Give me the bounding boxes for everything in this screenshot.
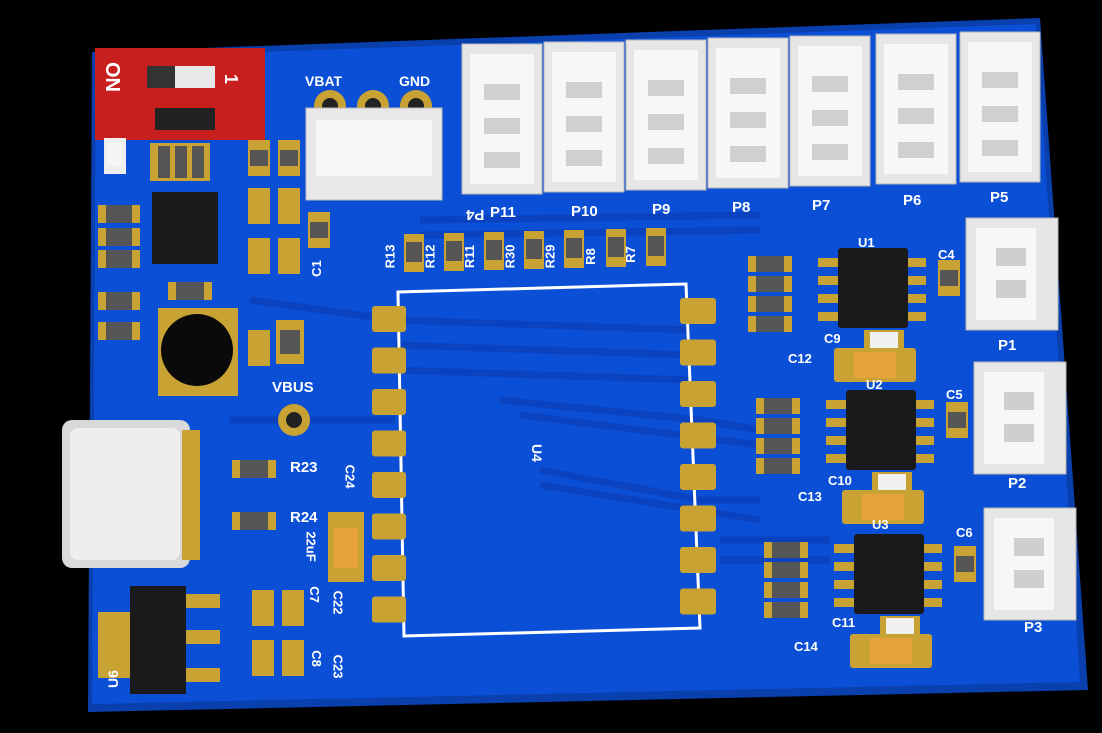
connector-label-p2: P2 (1008, 475, 1027, 492)
top-resistor (484, 232, 504, 270)
cap-label-c10: C10 (828, 473, 852, 488)
cap-label-c14: C14 (794, 639, 818, 654)
cap-label-c6: C6 (956, 525, 973, 540)
ic-label-u3: U3 (872, 517, 889, 532)
top-resistor (646, 228, 666, 266)
right-connectors (965, 217, 1077, 621)
cap-label-c23: C23 (330, 654, 346, 679)
top-resistors (404, 228, 666, 272)
cap-label-c9: C9 (824, 331, 841, 346)
resistor-label-r12: R12 (422, 244, 438, 269)
connector-label-p7: P7 (812, 197, 831, 214)
cap-value-22uf: 22uF (303, 531, 319, 562)
top-connector (959, 31, 1041, 183)
top-resistor (606, 229, 626, 267)
cap-label-c13: C13 (798, 489, 822, 504)
u4-pad (372, 464, 716, 498)
top-connectors (461, 31, 1041, 195)
connector-label-p10: P10 (571, 203, 598, 220)
battery-header (305, 90, 443, 201)
ic-label-u1: U1 (858, 235, 875, 250)
ic-label-u6: U6 (104, 670, 121, 688)
cap-label-c11: C11 (832, 615, 856, 630)
connector-label-p4: P4 (466, 206, 485, 223)
inductor (161, 314, 233, 386)
side-connector (973, 361, 1067, 475)
connector-label-p1: P1 (998, 337, 1017, 354)
resistor-label-r24: R24 (290, 509, 318, 526)
cap-label-c22: C22 (330, 590, 346, 615)
cap-label-c1: C1 (308, 260, 324, 277)
u4-pad (372, 505, 716, 540)
cap-label-c12: C12 (788, 351, 812, 366)
qfn-chip (152, 192, 218, 264)
cap-label-c7: C7 (306, 586, 322, 603)
vbus-label: VBUS (272, 379, 314, 396)
ic-label-u2: U2 (866, 377, 883, 392)
side-connector (965, 217, 1059, 331)
top-resistor (564, 230, 584, 268)
resistor-label-r8: R8 (582, 248, 598, 265)
vbat-label: VBAT (305, 73, 343, 89)
top-connector (461, 43, 543, 195)
ic-label-u4: U4 (528, 444, 545, 462)
u4-pad (372, 381, 716, 415)
connector-label-p8: P8 (732, 199, 751, 216)
connector-label-p11: P11 (490, 204, 516, 221)
top-resistor (404, 234, 424, 272)
resistor-label-r13: R13 (382, 244, 398, 269)
side-connector (983, 507, 1077, 621)
top-connector (707, 37, 789, 189)
cap-label-c8: C8 (308, 650, 324, 667)
cap-label-c24: C24 (342, 464, 358, 489)
resistor-label-r7: R7 (622, 246, 638, 263)
cap-label-c4: C4 (938, 247, 955, 262)
u4-pad (372, 422, 716, 457)
u4-pad (372, 547, 716, 581)
top-connector (875, 33, 957, 185)
u4-pad (372, 588, 716, 623)
soic-ic (756, 390, 968, 524)
dip-switch-toggle (147, 66, 175, 88)
top-connector (543, 41, 625, 193)
switch-on-label: ON (101, 62, 123, 92)
regulator-u6 (98, 586, 220, 694)
resistor-label-r11: R11 (462, 244, 478, 269)
right-ics (748, 248, 976, 668)
top-connector (625, 39, 707, 191)
soic-ic (764, 534, 976, 668)
soic-ic (748, 248, 960, 382)
cap-label-c5: C5 (946, 387, 963, 402)
connector-label-p9: P9 (652, 201, 671, 218)
module-u4 (372, 282, 716, 638)
connector-label-p3: P3 (1024, 619, 1043, 636)
connector-label-p6: P6 (903, 192, 922, 209)
u4-pad (372, 339, 716, 374)
gnd-label: GND (399, 73, 431, 89)
resistor-label-r30: R30 (502, 244, 518, 269)
u4-pad (372, 298, 716, 332)
resistor-label-r23: R23 (290, 459, 318, 476)
switch-position-label: 1 (221, 73, 242, 85)
usb-c-connector (62, 420, 200, 568)
smd-components-left (98, 138, 330, 396)
top-resistor (444, 233, 464, 271)
connector-label-p5: P5 (990, 189, 1009, 206)
top-connector (789, 35, 871, 187)
traces (230, 211, 830, 564)
resistor-label-r29: R29 (542, 244, 558, 269)
top-resistor (524, 231, 544, 269)
